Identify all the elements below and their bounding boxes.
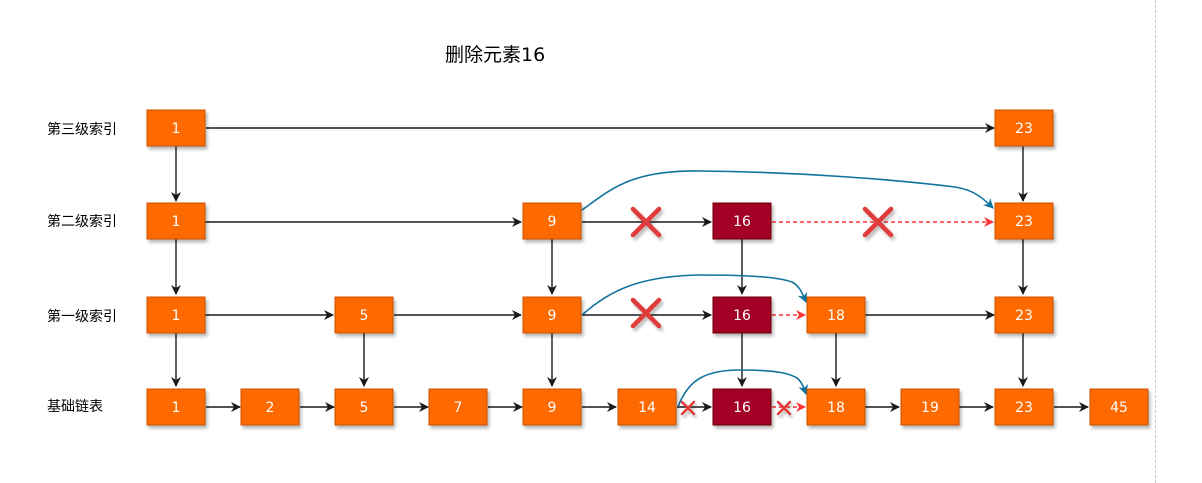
node-value: 18: [827, 400, 845, 416]
node-base-16: 16: [712, 388, 772, 426]
node-l1-18: 18: [806, 296, 866, 334]
node-value: 1: [172, 121, 181, 137]
node-box: [617, 388, 677, 426]
node-value: 16: [733, 214, 751, 230]
node-box: [806, 296, 866, 334]
level-label-1: 第一级索引: [47, 308, 117, 325]
node-value: 5: [360, 308, 369, 324]
node-value: 18: [827, 308, 845, 324]
node-value: 7: [454, 400, 463, 416]
node-base-7: 7: [428, 388, 488, 426]
node-value: 9: [548, 308, 557, 324]
node-value: 19: [921, 400, 939, 416]
node-box: [1089, 388, 1149, 426]
diagram-title: 删除元素16: [445, 44, 545, 66]
node-box: [994, 202, 1054, 240]
node-box: [522, 296, 582, 334]
node-base-1: 1: [146, 388, 206, 426]
node-box: [428, 388, 488, 426]
node-base-14: 14: [617, 388, 677, 426]
canvas-border-dashed-line: [1155, 0, 1156, 483]
node-l3-23: 23: [994, 109, 1054, 147]
node-value: 9: [548, 400, 557, 416]
node-value: 1: [172, 308, 181, 324]
level-label-2: 第二级索引: [47, 213, 117, 230]
node-base-9: 9: [522, 388, 582, 426]
node-box: [712, 388, 772, 426]
cross-b-16-18-icon: [776, 400, 792, 416]
node-value: 45: [1110, 400, 1128, 416]
node-box: [334, 296, 394, 334]
new-link-l1-9-18: [581, 274, 808, 316]
node-value: 23: [1015, 214, 1033, 230]
node-box: [712, 202, 772, 240]
node-box: [146, 296, 206, 334]
node-l1-1: 1: [146, 296, 206, 334]
node-box: [994, 296, 1054, 334]
node-value: 16: [733, 308, 751, 324]
node-l2-16: 16: [712, 202, 772, 240]
cross-l2-9-16-icon: [630, 206, 662, 238]
node-l1-5: 5: [334, 296, 394, 334]
new-links: [581, 170, 994, 408]
removed-links: [772, 217, 994, 412]
node-base-45: 45: [1089, 388, 1149, 426]
node-value: 23: [1015, 400, 1033, 416]
new-link-l2-9-23: [581, 170, 994, 211]
node-box: [522, 202, 582, 240]
cross-l1-9-16-icon: [630, 297, 662, 329]
node-box: [994, 388, 1054, 426]
node-value: 16: [733, 400, 751, 416]
level-label-base: 基础链表: [47, 398, 103, 415]
node-value: 1: [172, 214, 181, 230]
node-box: [994, 109, 1054, 147]
node-l1-9: 9: [522, 296, 582, 334]
node-l2-23: 23: [994, 202, 1054, 240]
node-l2-1: 1: [146, 202, 206, 240]
node-box: [334, 388, 394, 426]
node-box: [146, 202, 206, 240]
node-box: [240, 388, 300, 426]
node-base-5: 5: [334, 388, 394, 426]
new-link-b-14-18: [677, 369, 808, 408]
node-box: [146, 109, 206, 147]
node-l3-1: 1: [146, 109, 206, 147]
node-box: [146, 388, 206, 426]
cross-marks: [630, 206, 894, 416]
node-l1-23: 23: [994, 296, 1054, 334]
cross-b-14-16-icon: [680, 400, 696, 416]
node-l2-9: 9: [522, 202, 582, 240]
node-base-18: 18: [806, 388, 866, 426]
node-value: 9: [548, 214, 557, 230]
node-box: [522, 388, 582, 426]
node-box: [806, 388, 866, 426]
node-l1-16: 16: [712, 296, 772, 334]
node-value: 23: [1015, 121, 1033, 137]
node-box: [900, 388, 960, 426]
node-base-23: 23: [994, 388, 1054, 426]
node-base-19: 19: [900, 388, 960, 426]
edges: [171, 123, 1089, 412]
node-box: [712, 296, 772, 334]
cross-l2-16-23-icon: [862, 206, 894, 238]
level-label-3: 第三级索引: [47, 121, 117, 138]
node-value: 2: [266, 400, 275, 416]
node-value: 14: [638, 400, 656, 416]
node-value: 1: [172, 400, 181, 416]
node-base-2: 2: [240, 388, 300, 426]
node-value: 23: [1015, 308, 1033, 324]
node-value: 5: [360, 400, 369, 416]
